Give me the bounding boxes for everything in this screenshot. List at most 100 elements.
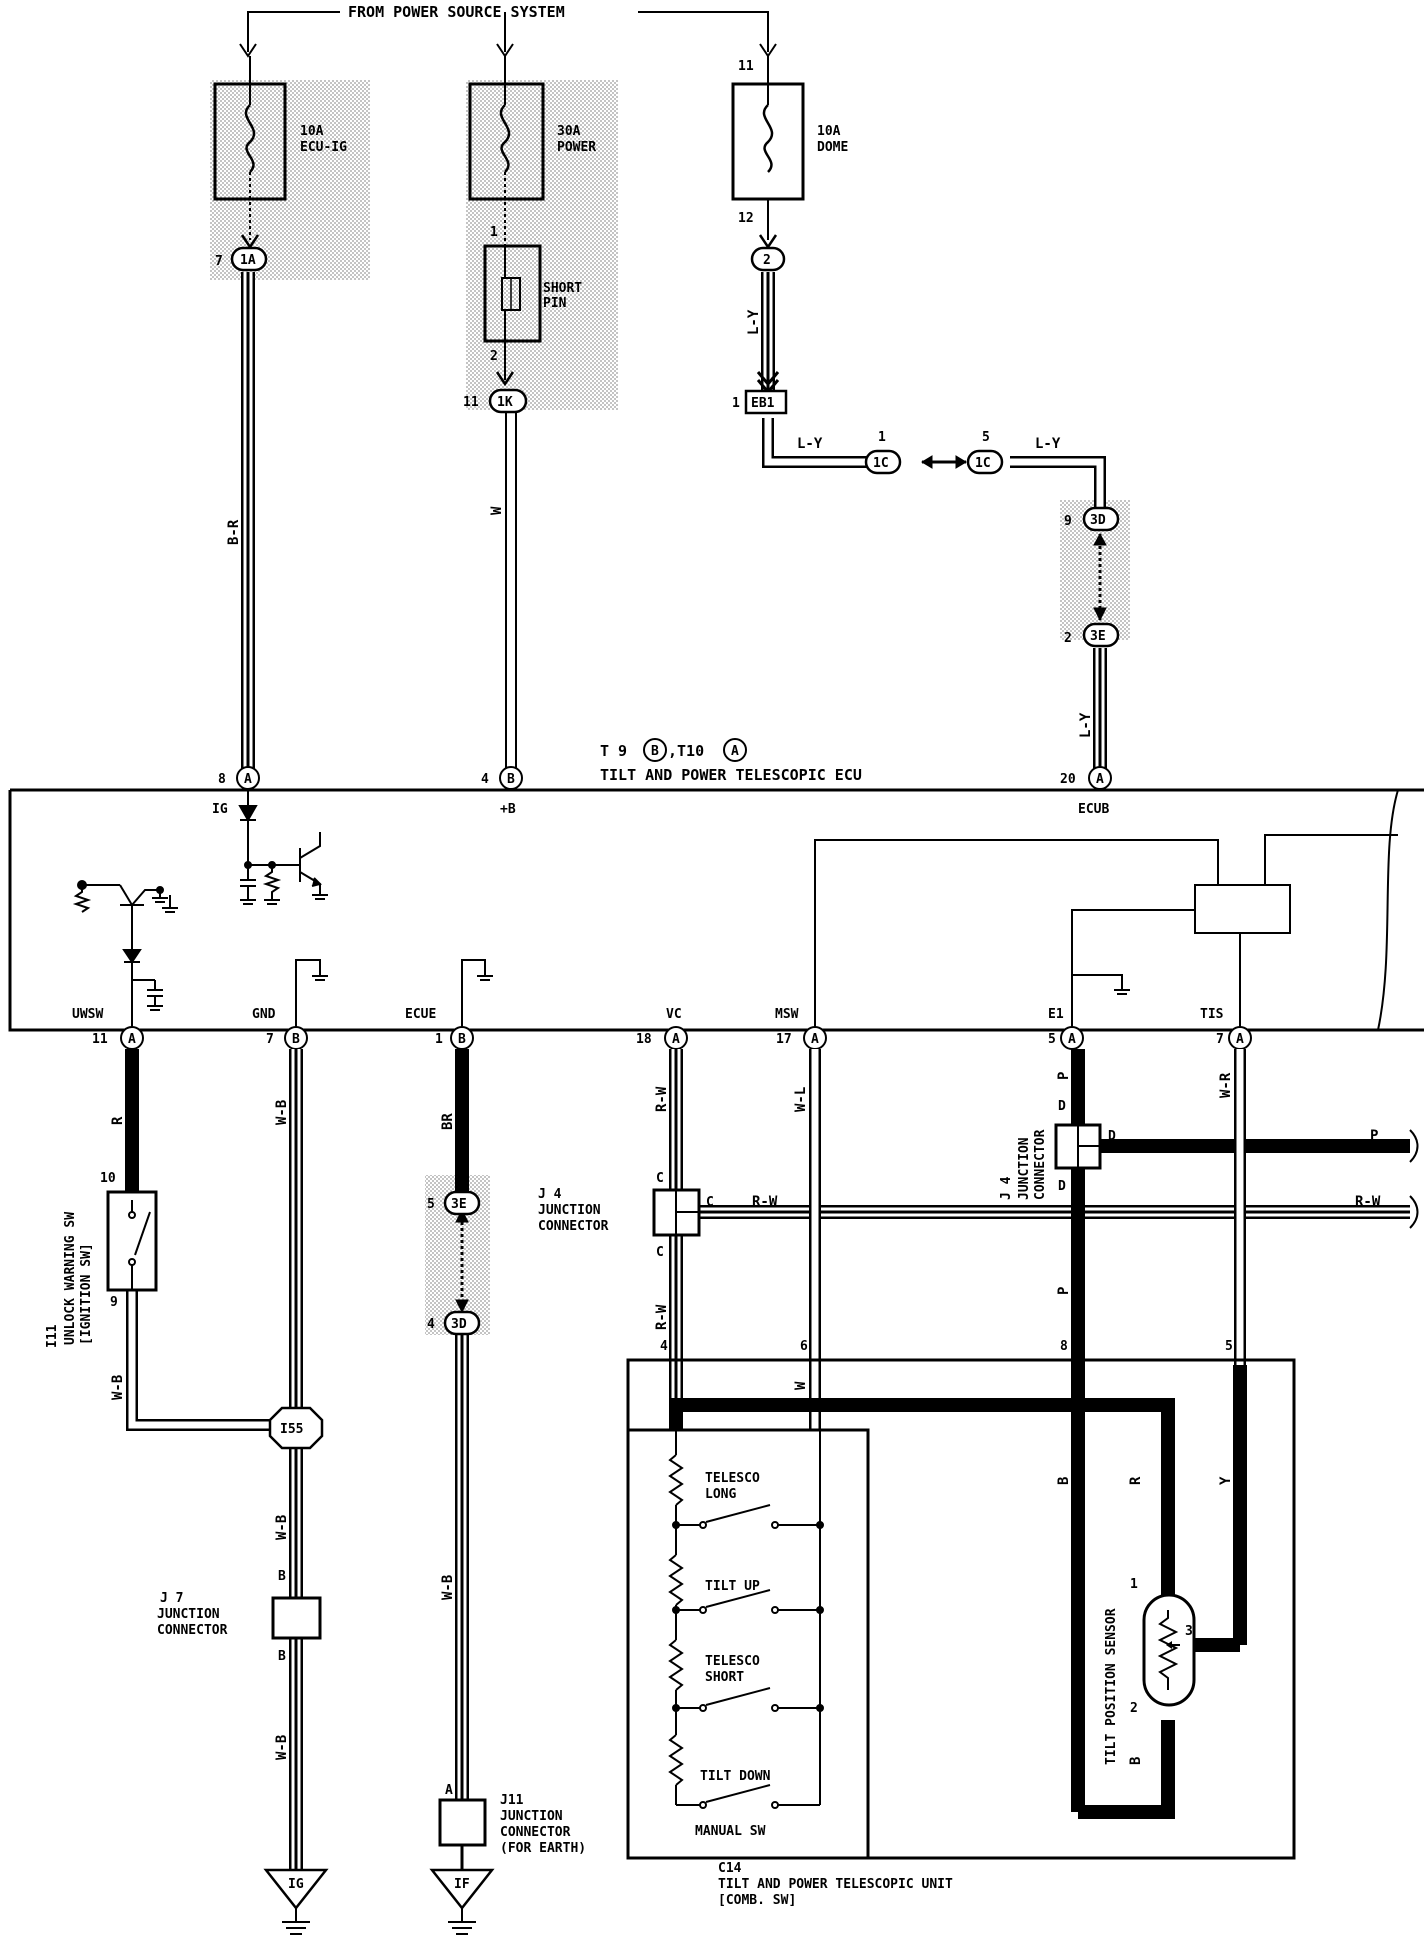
fuse1-name: ECU-IG [300,140,347,155]
svg-text:11: 11 [463,395,479,410]
svg-text:IG: IG [288,1877,304,1892]
wire-color-l-y-2: L-Y [797,436,823,452]
connector-1c-left: 1 1C [864,430,902,475]
svg-text:17: 17 [776,1032,792,1047]
ecu-terminal-msw: MSW 17 A [775,1007,827,1050]
svg-text:6: 6 [800,1339,808,1354]
short-pin: 1 2 [483,225,542,387]
svg-text:1C: 1C [975,456,991,471]
switch-telesco-short-1: TELESCO [705,1654,760,1669]
svg-text:A: A [731,744,739,759]
unit-id: C14 [718,1861,742,1876]
top-wires [241,272,1107,778]
svg-text:B: B [292,1032,300,1047]
svg-text:2: 2 [1130,1701,1138,1716]
j11-id: J11 [500,1793,524,1808]
j4-right-line2: CONNECTOR [1033,1129,1048,1200]
ecu-terminal-vc: VC 18 A [636,1007,688,1050]
wire-color-w-b-2: W-B [110,1375,126,1400]
connector-3e-top: 2 3E [1064,622,1120,648]
unlock-switch-line1: UNLOCK WARNING SW [63,1212,78,1345]
ground-ig: IG [263,1868,329,1935]
ecu-terminal-ig: 8 A IG [212,766,260,817]
ecu-internal-circuit [72,790,1398,1030]
svg-text:VC: VC [666,1007,682,1022]
wire-color-l-y-3: L-Y [1035,436,1061,452]
svg-text:7: 7 [266,1032,274,1047]
wire-color-l-y-4: L-Y [1078,712,1094,738]
svg-text:E1: E1 [1048,1007,1064,1022]
svg-text:I55: I55 [280,1422,303,1437]
unlock-warning-switch: 10 9 [100,1171,158,1310]
j7-id: J 7 [160,1591,183,1606]
wire-color-b-r: B-R [226,519,242,545]
connector-1a: 7 1A [215,246,268,272]
telescopic-unit: 4 6 8 5 [626,1339,1296,1860]
sensor-label: TILT POSITION SENSOR [1104,1608,1119,1765]
svg-text:4: 4 [481,772,489,787]
short-pin-label-2: PIN [543,296,567,311]
bottom-wires [125,1049,1419,1870]
unlock-switch-line2: [IGNITION SW] [79,1243,94,1345]
svg-text:,T10: ,T10 [668,742,704,760]
switch-telesco-long-1: TELESCO [705,1471,760,1486]
wire-color-r-w-1: R-W [654,1086,670,1112]
svg-text:C: C [656,1245,664,1260]
ecu-terminal-ecub: 20 A ECUB [1060,766,1112,817]
wire-color-w-r: W-R [1218,1072,1234,1098]
svg-text:C: C [706,1195,714,1210]
svg-text:2: 2 [763,253,771,268]
svg-text:EB1: EB1 [751,396,775,411]
j4-left-line2: CONNECTOR [538,1219,609,1234]
ecu-name: TILT AND POWER TELESCOPIC ECU [600,766,862,784]
svg-text:D: D [1108,1129,1116,1144]
switch-telesco-short-2: SHORT [705,1670,744,1685]
ecu-box [8,788,1424,1032]
svg-text:A: A [672,1032,680,1047]
svg-text:TIS: TIS [1200,1007,1224,1022]
fuse3-rating: 10A [817,124,841,139]
j7-line2: CONNECTOR [157,1623,228,1638]
svg-text:11: 11 [738,59,754,74]
wire-color-w-unit: W [793,1381,809,1390]
svg-text:ECUE: ECUE [405,1007,436,1022]
svg-text:MSW: MSW [775,1007,799,1022]
wire-color-w-top: W [489,506,505,515]
connector-3d-bottom: 4 3D [427,1310,481,1336]
svg-text:5: 5 [427,1197,435,1212]
ecu-terminal-uwsw: UWSW 11 A [72,1007,144,1050]
svg-text:7: 7 [215,254,223,269]
wire-color-p-1: P [1056,1072,1072,1080]
junction-j11: A [438,1783,487,1847]
connector-1c-right: 5 1C [966,430,1004,475]
j4-right-line1: JUNCTION [1017,1137,1032,1200]
fuse3-name: DOME [817,140,848,155]
svg-text:A: A [128,1032,136,1047]
ecu-terminal-gnd: GND 7 B [252,1007,308,1050]
svg-text:B: B [651,744,659,759]
wire-color-w-b-5: W-B [440,1575,456,1600]
svg-text:B: B [278,1569,286,1584]
wire-color-br: BR [440,1113,456,1130]
svg-text:5: 5 [982,430,990,445]
svg-text:A: A [445,1783,453,1798]
wire-color-w-b-3: W-B [274,1515,290,1540]
fuse-power [468,56,545,246]
svg-text:D: D [1058,1179,1066,1194]
svg-text:B: B [278,1649,286,1664]
j11-line2: CONNECTOR [500,1825,571,1840]
wire-color-r: R [110,1116,126,1125]
svg-text:1: 1 [490,225,498,240]
connector-3e-bottom: 5 3E [427,1190,481,1216]
j4-left-id: J 4 [538,1187,562,1202]
junction-j4-right: D D D [1054,1099,1116,1194]
svg-text:C: C [656,1171,664,1186]
svg-text:B: B [458,1032,466,1047]
svg-text:5: 5 [1225,1339,1233,1354]
svg-text:D: D [1058,1099,1066,1114]
switch-tilt-up: TILT UP [705,1579,760,1594]
svg-text:A: A [1096,772,1104,787]
svg-text:3D: 3D [1090,513,1106,528]
connector-2: 2 [750,246,786,272]
